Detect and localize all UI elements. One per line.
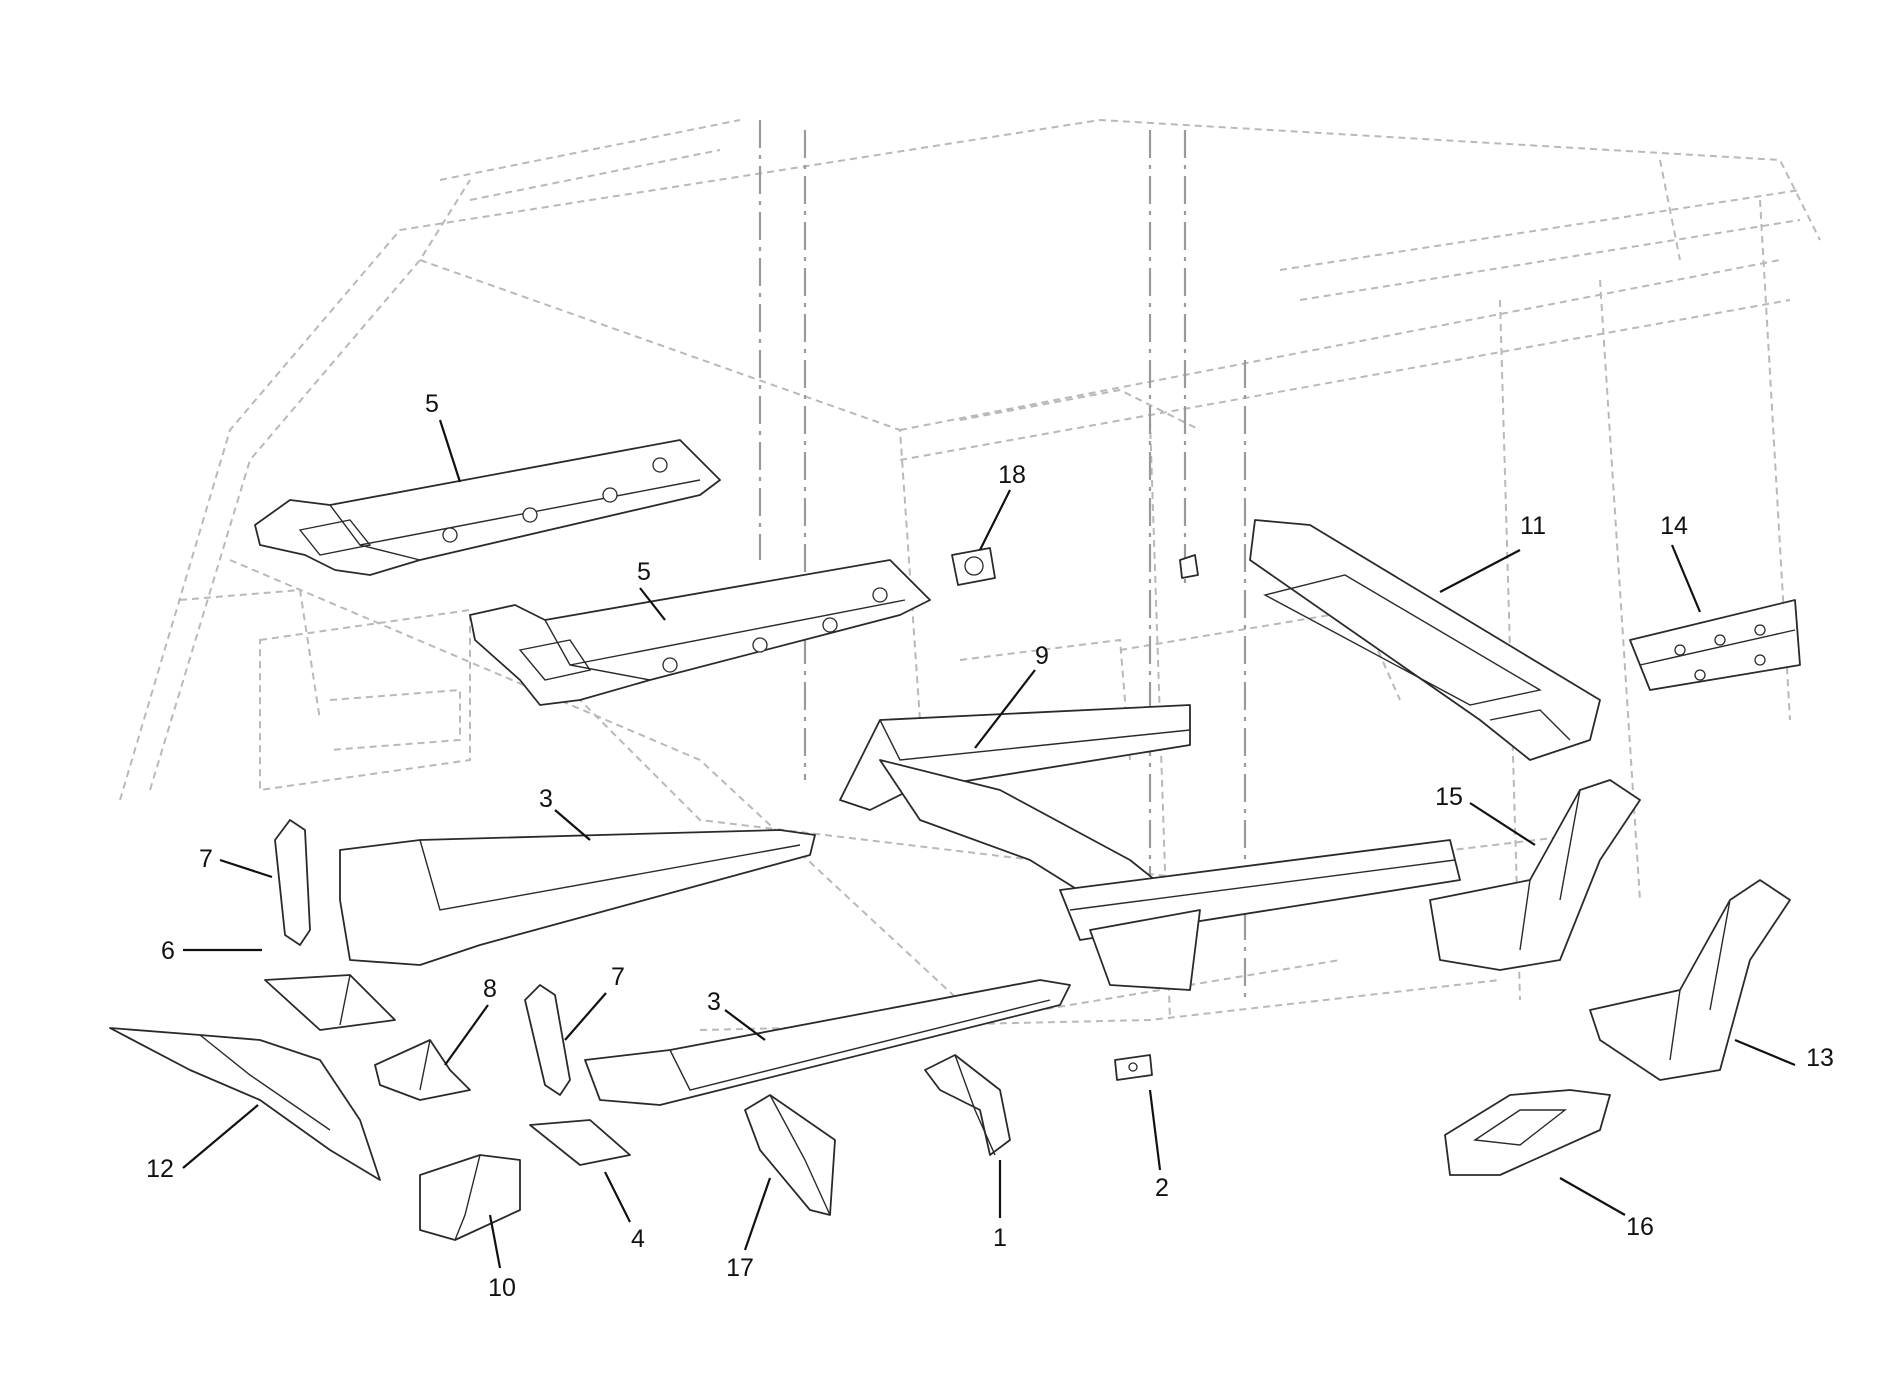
part-11-rear-floor-panel [1179,519,1601,761]
part-2-plug [1114,1054,1153,1081]
callout-2: 2 [1155,1174,1169,1202]
part-1-pillar-base [924,1054,1011,1156]
part-8-mount-bracket [374,1039,471,1101]
part-10-channel [419,1154,521,1241]
part-4-reinforcement [529,1119,631,1166]
part-5-upper-crossmember [254,439,721,576]
callout-3-upper: 3 [539,785,553,813]
callout-4: 4 [631,1225,645,1253]
callout-10: 10 [488,1274,516,1302]
callout-17: 17 [726,1254,754,1282]
callout-16: 16 [1626,1213,1654,1241]
callout-3-lower: 3 [707,988,721,1016]
callout-14: 14 [1660,512,1688,540]
part-14-angle-bracket [1629,599,1801,691]
part-12-floor-panel [109,1027,381,1181]
callout-13: 13 [1806,1044,1834,1072]
part-5-lower-crossmember [469,559,931,706]
callout-18: 18 [998,461,1026,489]
part-3-lower-side-sill [584,979,1071,1106]
callout-9: 9 [1035,642,1049,670]
part-16-rear-inner-panel [1444,1089,1611,1176]
part-13-rear-rail-extension [1589,879,1791,1081]
callout-7-upper: 7 [199,845,213,873]
part-17-pillar-bracket [744,1094,836,1216]
callout-5-lower: 5 [637,558,651,586]
callout-11: 11 [1520,512,1546,540]
leader-lines [182,419,1796,1269]
part-9-center-subframe [839,704,1461,991]
callout-1: 1 [993,1224,1007,1252]
callout-12: 12 [146,1155,174,1183]
callout-8: 8 [483,975,497,1003]
callout-5-upper: 5 [425,390,439,418]
callout-15: 15 [1435,783,1463,811]
part-18-clip [951,547,996,586]
part-3-upper-side-sill [339,829,816,966]
callout-labels: 5 5 18 11 14 9 15 3 7 6 8 7 3 13 12 2 1 … [146,390,1834,1302]
part-15-rear-rail-bracket [1429,779,1641,971]
part-7-upper-bracket [274,819,311,946]
part-6-closing-plate [264,974,396,1031]
callout-6: 6 [161,937,175,965]
callout-7-lower: 7 [611,963,625,991]
part-7-lower-bracket [524,984,571,1096]
